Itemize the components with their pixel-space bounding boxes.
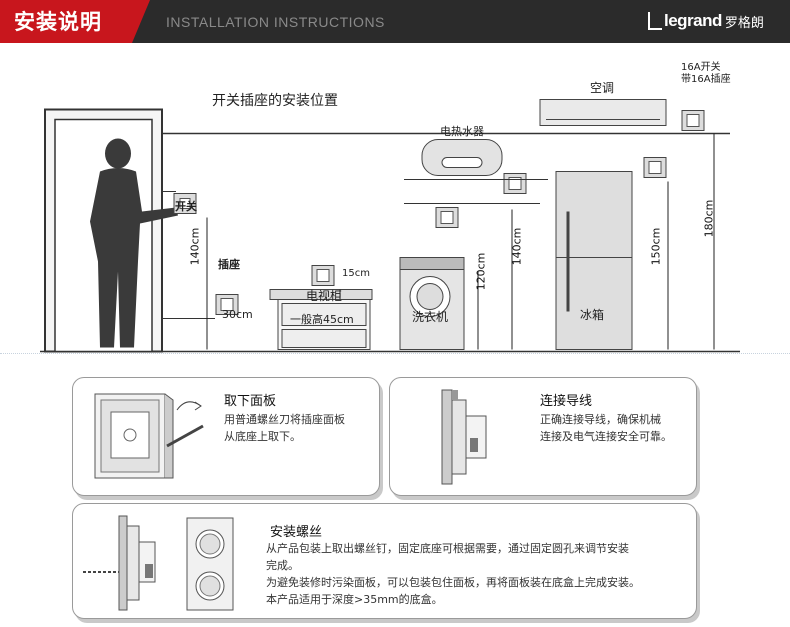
label-tv-cabinet: 电视柜 xyxy=(306,289,343,303)
header-title-bg xyxy=(0,0,150,43)
section-divider xyxy=(0,353,790,354)
step-description: 从产品包装上取出螺丝钉，固定底座可根据需要，通过固定圆孔来调节安装 完成。 为避… xyxy=(266,540,640,608)
label-ac-switch: 16A开关 xyxy=(681,62,721,73)
label-ac-socket: 带16A插座 xyxy=(681,74,731,85)
step-line: 为避免装修时污染面板，可以包装包住面板，再将面板装在底盒上完成安装。 xyxy=(266,576,640,589)
diagram-title: 开关插座的安装位置 xyxy=(212,93,338,109)
label-height-15: 15cm xyxy=(342,268,370,279)
step-line: 用普通螺丝刀将插座面板 xyxy=(224,413,345,426)
label-height-150: 150cm xyxy=(649,227,663,266)
brand-name: legrand xyxy=(664,11,722,30)
step-title: 连接导线 xyxy=(540,394,593,409)
remove-panel-illustration xyxy=(94,393,204,479)
brand-name-cn: 罗格朗 xyxy=(724,15,764,31)
step-line: 正确连接导线，确保机械 xyxy=(540,413,661,426)
label-fridge: 冰箱 xyxy=(580,308,605,322)
step-line: 从底座上取下。 xyxy=(224,430,301,443)
label-height-180: 180cm xyxy=(702,199,716,238)
label-water-heater: 电热水器 xyxy=(440,125,484,138)
label-washer: 洗衣机 xyxy=(412,310,449,324)
person-silhouette xyxy=(90,138,178,348)
connect-wires-illustration xyxy=(441,389,487,485)
step-line: 本产品适用于深度>35mm的底盒。 xyxy=(266,593,443,606)
label-height-140-switch: 140cm xyxy=(188,227,202,266)
label-height-30: 30cm xyxy=(222,308,253,321)
step-title: 安装螺丝 xyxy=(270,525,323,540)
installation-position-diagram xyxy=(40,99,740,353)
step-description: 用普通螺丝刀将插座面板 从底座上取下。 xyxy=(224,411,345,445)
step-line: 连接及电气连接安全可靠。 xyxy=(540,430,672,443)
label-switch: 开关 xyxy=(175,200,197,213)
step-description: 正确连接导线，确保机械 连接及电气连接安全可靠。 xyxy=(540,411,672,445)
tv-cabinet xyxy=(269,289,373,350)
refrigerator xyxy=(555,171,633,350)
water-heater xyxy=(421,139,503,176)
page-header: 安装说明 INSTALLATION INSTRUCTIONS legrand 罗… xyxy=(0,0,790,43)
label-tv-height: 一般高45cm xyxy=(290,313,354,326)
step-card-connect-wires: 连接导线 正确连接导线，确保机械 连接及电气连接安全可靠。 xyxy=(389,377,697,496)
step-line: 完成。 xyxy=(266,559,299,572)
install-screws-illustration xyxy=(83,515,234,611)
label-socket: 插座 xyxy=(218,258,240,271)
page-title: 安装说明 xyxy=(14,10,102,34)
page-subtitle: INSTALLATION INSTRUCTIONS xyxy=(166,14,385,30)
step-card-install-screws: 安装螺丝 从产品包装上取出螺丝钉，固定底座可根据需要，通过固定圆孔来调节安装 完… xyxy=(72,503,697,619)
air-conditioner xyxy=(539,99,667,126)
step-card-remove-panel: 取下面板 用普通螺丝刀将插座面板 从底座上取下。 xyxy=(72,377,380,496)
label-ac: 空调 xyxy=(590,81,615,95)
step-title: 取下面板 xyxy=(224,394,277,409)
label-height-120: 120cm xyxy=(474,252,488,291)
brand-logo-icon xyxy=(648,12,662,30)
step-line: 从产品包装上取出螺丝钉，固定底座可根据需要，通过固定圆孔来调节安装 xyxy=(266,542,629,555)
label-height-140-washer: 140cm xyxy=(510,227,524,266)
washing-machine xyxy=(399,257,465,350)
brand-logo: legrand 罗格朗 xyxy=(648,11,764,31)
